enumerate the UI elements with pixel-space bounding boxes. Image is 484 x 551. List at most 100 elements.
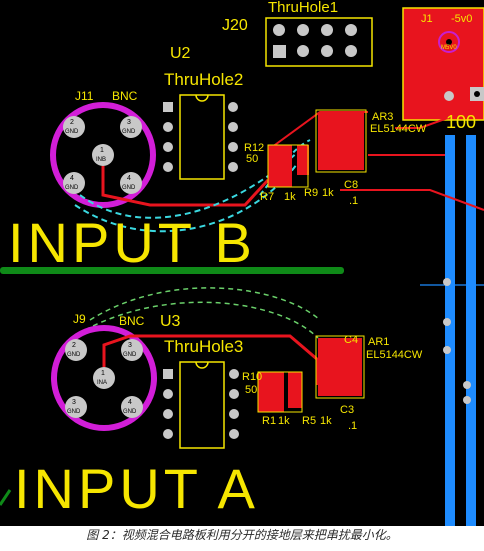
u3-pin (229, 409, 239, 419)
j9-pin5: 4 (128, 399, 132, 406)
j11-pin5-gnd: GND (122, 185, 136, 191)
u3-pin (229, 389, 239, 399)
u3-pin (163, 389, 173, 399)
j11-inb: INB (96, 157, 106, 163)
j9-bnc-ring (51, 325, 157, 431)
ground-split-trace (0, 267, 344, 274)
j11-pin1: 1 (100, 147, 104, 154)
r10-value: 50 (245, 384, 257, 396)
return-path-cyan-1 (79, 149, 301, 219)
u2-pin-square (163, 102, 173, 112)
c8-value: .1 (349, 195, 358, 207)
right-vias (443, 278, 471, 404)
j9-ina: INA (97, 380, 107, 386)
j11-pin4-left-gnd: GND (65, 185, 79, 191)
u3-pin-square (163, 369, 173, 379)
r12-label: R12 (244, 142, 264, 154)
j1-mount-hole (438, 31, 460, 53)
c8-label: C8 (344, 179, 358, 191)
figure-caption: 图 2：视频混合电路板利用分开的接地层来把串扰最小化。 (86, 528, 398, 542)
return-path-green-1 (89, 287, 321, 321)
r9-value: 1k (322, 187, 334, 199)
via-pad (443, 278, 451, 286)
j11-gnd-pad (120, 172, 142, 194)
inb-signal-trace (101, 166, 270, 207)
j9-gnd-pad (65, 396, 87, 418)
u3-pins (163, 369, 239, 439)
bnc-top-label: BNC (112, 89, 138, 103)
j11-signal-pad (92, 144, 114, 166)
j9-bnc-pads (65, 339, 143, 418)
ar1-outline (315, 335, 365, 399)
value-100-label: 100 (446, 112, 476, 132)
m5v0-label: M5V0 (441, 45, 457, 51)
j20-pin-square (273, 45, 286, 58)
j20-pin (273, 24, 285, 36)
blue-trace-left (445, 135, 455, 526)
r12-pad (268, 145, 292, 187)
ar3-outline (315, 109, 367, 173)
j9-pin3-gnd: GND (123, 352, 137, 358)
ar1-label: AR1 (368, 336, 389, 348)
j11-gnd-pad (63, 116, 85, 138)
u2-pin (163, 142, 173, 152)
j20-pin (297, 45, 309, 57)
r9-label: R9 (304, 187, 318, 199)
r10-outline (257, 371, 303, 413)
u2-pin (228, 142, 238, 152)
el5144cw-bottom-label: EL5144CW (366, 349, 423, 361)
u3-pin (163, 409, 173, 419)
j9-pin3: 3 (128, 342, 132, 349)
r1-label: R1 (262, 415, 276, 427)
j9-pin5-gnd: GND (123, 409, 137, 415)
bnc-bottom-label: BNC (119, 314, 145, 328)
r10-pad (258, 372, 284, 412)
j20-pin (297, 24, 309, 36)
j1-label: J1 (421, 13, 433, 25)
j9-pin2: 2 (72, 342, 76, 349)
j11-label: J11 (75, 89, 94, 103)
j20-pin (321, 45, 333, 57)
j11-pin5: 4 (127, 175, 131, 182)
r12-pad-2 (297, 145, 309, 175)
j20-pin (345, 24, 357, 36)
u2-pins (163, 102, 238, 172)
j20-header-outline (265, 17, 373, 67)
u2-pin (163, 122, 173, 132)
via-pad (463, 396, 471, 404)
u2-pin (228, 102, 238, 112)
u3-pin (163, 429, 173, 439)
u2-pin (163, 162, 173, 172)
return-path-green-2 (84, 301, 319, 339)
j9-pin2-gnd: GND (67, 352, 81, 358)
ar3-label: AR3 (372, 111, 393, 123)
j9-pin4-left: 3 (72, 399, 76, 406)
u2-ic-outline (179, 94, 225, 180)
c4-label: C4 (344, 334, 358, 346)
u2-notch (195, 94, 209, 102)
input-a-label: INPUT A (14, 457, 259, 520)
r1-value: 1k (278, 415, 290, 427)
ar1-package (318, 338, 362, 396)
j11-gnd-pad (63, 172, 85, 194)
j11-pin3: 3 (127, 119, 131, 126)
via-pad (443, 346, 451, 354)
j1-side-pad (444, 91, 454, 101)
el5144cw-top-label: EL5144CW (370, 123, 427, 135)
pcb-layout: J1 -5v0 M5V0 J20 ThruHole1 U2 ThruHole2 … (0, 0, 484, 526)
j20-label: J20 (222, 17, 248, 34)
r12-outline (267, 144, 309, 188)
j20-pin (345, 45, 357, 57)
top-red-trace-4 (395, 109, 471, 129)
ground-edge-trace (0, 489, 12, 506)
j11-pin4-left: 4 (70, 175, 74, 182)
blue-trace-right (466, 135, 476, 526)
u3-notch (195, 361, 209, 369)
u2-label: U2 (170, 45, 191, 62)
top-red-trace-5 (340, 189, 484, 211)
j11-bnc-pads (63, 116, 142, 194)
u3-ic-outline (179, 361, 225, 449)
j1-component (402, 7, 484, 121)
via-pad (443, 318, 451, 326)
j9-pin1: 1 (101, 370, 105, 377)
